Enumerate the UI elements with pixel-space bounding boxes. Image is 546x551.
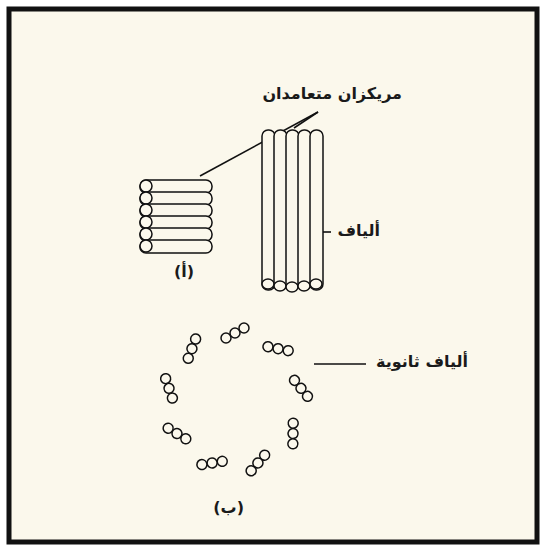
figure-letter: (أ) [172,262,196,283]
frame [9,9,537,542]
centriole-vertical [262,130,323,292]
part-label: مريكزان متعامدان [260,84,404,105]
part-label: ألياف [335,221,382,242]
triplet-ring [157,323,314,477]
part-label: ألياف ثانوية [374,352,470,373]
centriole-horizontal [140,180,212,253]
figure-letter: (ب) [211,498,246,519]
